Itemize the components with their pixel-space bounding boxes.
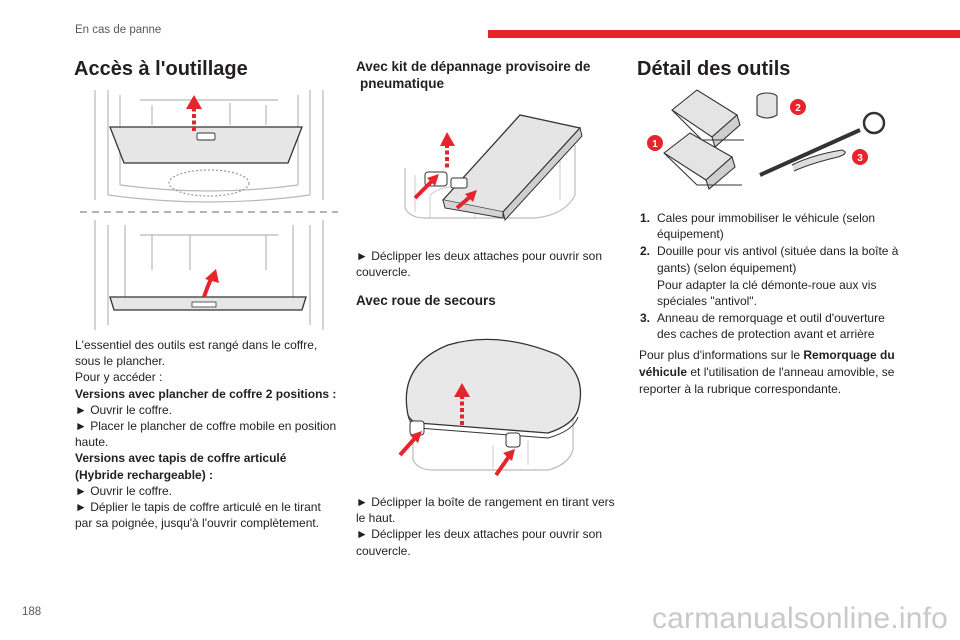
access-lead: Pour y accéder : bbox=[75, 370, 163, 385]
list-item-number: 1. bbox=[640, 211, 651, 225]
version-1-heading: Versions avec plancher de coffre 2 posit… bbox=[75, 386, 337, 401]
version-1-step-1: ► Ouvrir le coffre. bbox=[75, 402, 173, 417]
subsection-repair-kit-line2: pneumatique bbox=[360, 76, 445, 91]
list-item-text: Anneau de remorquage et outil d'ouvertur… bbox=[657, 311, 885, 342]
spare-wheel-step-1: ► Déclipper la boîte de rangement en tir… bbox=[356, 495, 615, 526]
spare-wheel-steps: ► Déclipper la boîte de rangement en tir… bbox=[356, 494, 616, 559]
running-header: En cas de panne bbox=[75, 24, 162, 36]
repair-kit-step: ► Déclipper les deux attaches pour ouvri… bbox=[356, 249, 602, 280]
section-title-tool-access: Accès à l'outillage bbox=[74, 58, 248, 80]
callout-2: 2 bbox=[795, 103, 801, 114]
tool-access-text: L'essentiel des outils est rangé dans le… bbox=[75, 337, 337, 531]
list-item-text: Douille pour vis antivol (située dans la… bbox=[657, 244, 899, 275]
header-accent-bar bbox=[488, 30, 960, 38]
repair-kit-box-illustration bbox=[404, 114, 583, 222]
callout-3: 3 bbox=[857, 153, 863, 164]
spare-wheel-step-2: ► Déclipper les deux attaches pour ouvri… bbox=[356, 527, 602, 558]
towing-text-post: et l'utilisation de l'anneau amovible, s… bbox=[639, 365, 895, 396]
subsection-repair-kit-line1: Avec kit de dépannage provisoire de bbox=[356, 59, 591, 74]
towing-link-text: Remorquage du véhicule bbox=[639, 348, 895, 379]
version-2-heading: Versions avec tapis de coffre articulé (… bbox=[75, 451, 287, 482]
callout-1: 1 bbox=[652, 139, 658, 150]
version-1-step-2: ► Placer le plancher de coffre mobile en… bbox=[75, 419, 337, 450]
tool-list: 1. Cales pour immobiliser le véhicule (s… bbox=[640, 210, 902, 344]
section-title-tool-details: Détail des outils bbox=[637, 58, 791, 80]
trunk-illustration bbox=[80, 90, 338, 330]
list-item-text: Cales pour immobiliser le véhicule (selo… bbox=[657, 211, 876, 242]
list-item-number: 3. bbox=[640, 311, 651, 326]
spare-wheel-box-illustration bbox=[398, 338, 582, 477]
list-item: 3. Anneau de remorquage et outil d'ouver… bbox=[640, 310, 902, 342]
list-item-number: 2. bbox=[640, 244, 651, 259]
subsection-repair-kit: Avec kit de dépannage provisoire de pneu… bbox=[356, 58, 616, 92]
watermark: carmanualsonline.info bbox=[651, 602, 948, 635]
subsection-spare-wheel: Avec roue de secours bbox=[356, 293, 496, 308]
list-item: Pour adapter la clé démonte-roue aux vis… bbox=[640, 277, 902, 309]
list-item-text: Pour adapter la clé démonte-roue aux vis… bbox=[657, 277, 877, 309]
intro-paragraph: L'essentiel des outils est rangé dans le… bbox=[75, 338, 318, 369]
tools-illustration: 1 2 3 bbox=[647, 89, 886, 190]
page-number: 188 bbox=[22, 606, 42, 618]
version-2-step-1: ► Ouvrir le coffre. bbox=[75, 483, 173, 498]
list-item: 2. Douille pour vis antivol (située dans… bbox=[640, 243, 902, 275]
version-2-step-2: ► Déplier le tapis de coffre articulé en… bbox=[75, 500, 321, 531]
towing-reference-paragraph: Pour plus d'informations sur le Remorqua… bbox=[639, 347, 903, 398]
list-item: 1. Cales pour immobiliser le véhicule (s… bbox=[640, 210, 902, 242]
towing-text-pre: Pour plus d'informations sur le bbox=[639, 348, 804, 362]
